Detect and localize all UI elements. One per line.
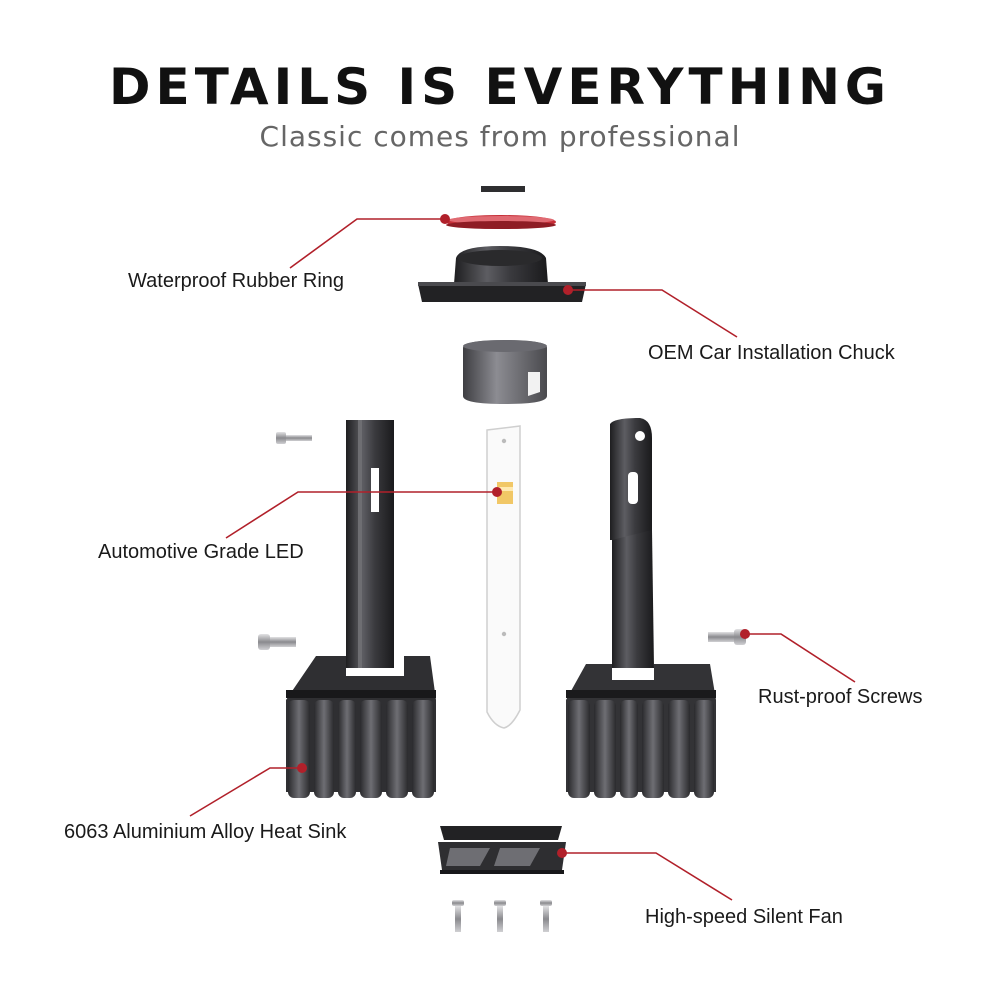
sleeve-bushing — [463, 340, 547, 404]
leader-heat-sink — [189, 767, 302, 817]
leader-dots — [297, 214, 750, 858]
oem-installation-chuck — [418, 246, 586, 302]
waterproof-rubber-ring — [446, 215, 556, 229]
leader-lines — [189, 218, 856, 901]
page-title: DETAILS IS EVERYTHING — [109, 58, 891, 116]
top-clip — [481, 186, 525, 192]
leader-oem-chuck — [568, 289, 738, 338]
cooling-fan — [438, 826, 566, 874]
screw-bottom-2 — [494, 900, 506, 932]
screw-bottom-3 — [540, 900, 552, 932]
led-board — [486, 425, 521, 729]
label-screws: Rust-proof Screws — [758, 686, 923, 708]
page-subtitle: Classic comes from professional — [259, 120, 741, 153]
leader-screws — [745, 633, 856, 683]
label-heat-sink: 6063 Aluminium Alloy Heat Sink — [64, 821, 347, 843]
screw-left-top — [276, 432, 312, 444]
screw-bottom-1 — [452, 900, 464, 932]
right-heat-sink-body — [566, 418, 716, 798]
label-fan: High-speed Silent Fan — [645, 906, 843, 928]
screw-right — [708, 629, 746, 645]
label-waterproof-ring: Waterproof Rubber Ring — [128, 270, 345, 292]
screw-left-middle — [258, 634, 296, 650]
label-led: Automotive Grade LED — [98, 541, 304, 563]
leader-led — [225, 491, 497, 539]
leader-waterproof-ring — [289, 218, 445, 269]
label-oem-chuck: OEM Car Installation Chuck — [648, 342, 895, 364]
left-heat-sink-body — [286, 420, 436, 798]
leader-fan — [562, 852, 733, 901]
